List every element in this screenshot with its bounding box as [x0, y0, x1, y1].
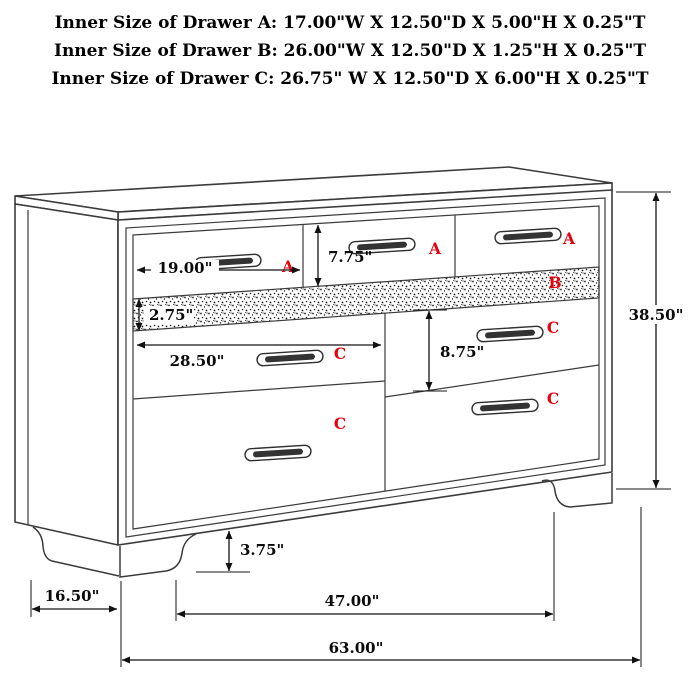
jewelry-strip-glitter: [132, 266, 600, 332]
label-drawer-a-right: A: [562, 229, 576, 248]
dim-label-drawer-c-height: 8.75": [440, 343, 484, 361]
front-left-foot: [119, 533, 197, 578]
dim-label-foot-height: 3.75": [240, 541, 284, 559]
dresser-side-panel: [14, 203, 119, 546]
drawer-letter-labels: A A A B C C C C: [281, 229, 576, 433]
front-right-foot: [541, 473, 613, 508]
title-line-1: Inner Size of Drawer A: 17.00"W X 12.50"…: [55, 13, 646, 33]
left-column-separator: [132, 380, 386, 400]
drawer-handle-a3: [494, 227, 562, 245]
dim-overall-height: 38.50": [616, 191, 686, 490]
front-frame-outer: [125, 197, 606, 538]
label-drawer-c-mid-left: C: [334, 344, 346, 363]
header: Inner Size of Drawer A: 17.00"W X 12.50"…: [51, 13, 648, 89]
dimension-annotations: 19.00" 7.75" 2.75" 28.50" 8.75" 38.50": [30, 191, 686, 667]
drawer-handle-c-left-bottom: [244, 444, 312, 462]
title-line-2: Inner Size of Drawer B: 26.00"W X 12.50"…: [54, 41, 646, 61]
dim-label-overall-width: 63.00": [329, 639, 384, 657]
dim-label-strip-b-height: 2.75": [149, 306, 193, 324]
label-drawer-c-mid-right: C: [547, 318, 559, 337]
dim-label-side-depth: 16.50": [45, 587, 100, 605]
right-column-separator: [384, 364, 600, 398]
front-frame-inner: [132, 205, 600, 530]
drawer-handle-c-right-top: [476, 325, 544, 343]
dim-feet-span: 47.00": [175, 512, 555, 621]
dim-label-overall-height: 38.50": [629, 306, 684, 324]
drawer-handle-c-right-bottom: [471, 398, 539, 416]
label-drawer-b: B: [548, 273, 561, 292]
label-drawer-a-middle: A: [428, 239, 442, 258]
dim-foot-height: 3.75": [196, 530, 284, 573]
dim-label-drawer-a-height: 7.75": [328, 248, 372, 266]
dim-drawer-c-width: 28.50": [136, 341, 382, 370]
dim-drawer-a-height: 7.75": [314, 224, 372, 287]
label-drawer-c-bottom-left: C: [334, 414, 346, 433]
dresser-drawing: [14, 166, 613, 578]
label-drawer-a-left: A: [281, 257, 295, 276]
dim-drawer-c-height: 8.75": [413, 309, 484, 392]
label-drawer-c-bottom-right: C: [547, 389, 559, 408]
side-left-foot: [32, 526, 120, 577]
drawer-handle-c-left-top: [256, 349, 324, 367]
dim-overall-width: 63.00": [120, 507, 642, 667]
dim-drawer-a-width: 19.00": [136, 259, 301, 277]
dim-side-depth: 16.50": [30, 580, 118, 617]
dim-label-drawer-c-width: 28.50": [170, 352, 225, 370]
dim-label-feet-span: 47.00": [325, 592, 380, 610]
drawer-handle-a2: [348, 237, 416, 255]
title-line-3: Inner Size of Drawer C: 26.75" W X 12.50…: [51, 69, 648, 89]
dim-strip-b-height: 2.75": [135, 298, 194, 332]
dim-label-drawer-a-width: 19.00": [158, 259, 213, 277]
